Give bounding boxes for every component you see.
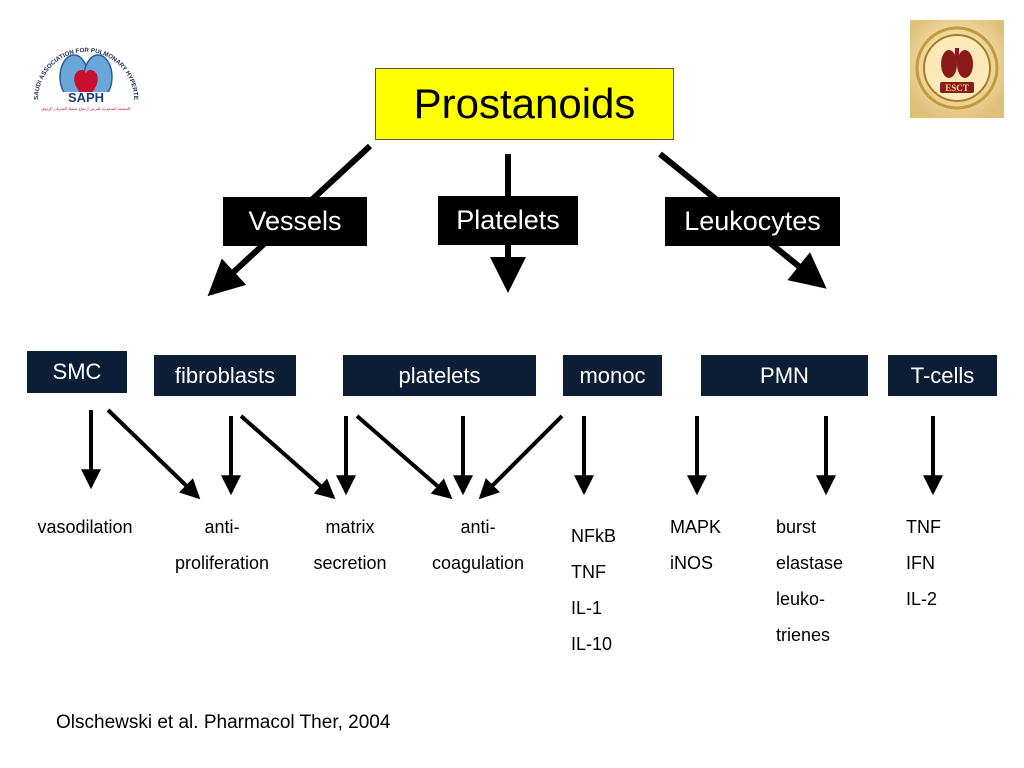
cell-platelets-label: platelets bbox=[398, 362, 481, 388]
diagram-title: Prostanoids bbox=[413, 80, 636, 127]
effect-line: vasodilation bbox=[37, 517, 133, 537]
category-platelets: Platelets bbox=[438, 196, 578, 245]
effect-antiproliferation: anti- proliferation bbox=[160, 509, 284, 581]
effect-line: coagulation bbox=[431, 553, 525, 573]
effect-pmn: burst elastase leuko- trienes bbox=[776, 509, 866, 653]
effect-line: TNF bbox=[906, 517, 941, 537]
cell-tcells-label: T-cells bbox=[910, 362, 975, 388]
arrow-monoc-anticoag bbox=[478, 414, 564, 500]
arrow-fibro-matrix bbox=[239, 414, 336, 500]
effect-line: matrix bbox=[325, 517, 375, 537]
category-platelets-label: Platelets bbox=[456, 205, 560, 235]
effect-line: IL-2 bbox=[906, 589, 938, 609]
arrow-smc-antiproliferation bbox=[106, 408, 201, 500]
effect-line: burst bbox=[776, 517, 817, 537]
cell-platelets: platelets bbox=[343, 355, 536, 396]
effect-vasodilation: vasodilation bbox=[28, 509, 142, 545]
esct-logo-name: ESCT bbox=[945, 83, 969, 93]
effect-anticoagulation: anti- coagulation bbox=[420, 509, 536, 581]
effect-line: iNOS bbox=[670, 553, 714, 573]
effect-line: MAPK bbox=[670, 517, 722, 537]
saph-logo-name: SAPH bbox=[68, 90, 104, 105]
category-vessels: Vessels bbox=[223, 197, 367, 246]
category-leukocytes: Leukocytes bbox=[665, 197, 840, 246]
title-box: Prostanoids bbox=[375, 68, 674, 140]
effect-line: IFN bbox=[906, 553, 935, 573]
saph-logo: SAUDI ASSOCIATION FOR PULMONARY HYPERTEN… bbox=[26, 22, 139, 112]
effect-line: IL-1 bbox=[571, 598, 603, 618]
cell-fibroblasts: fibroblasts bbox=[154, 355, 296, 396]
effect-line: leuko- bbox=[776, 589, 826, 609]
cell-monoc-label: monoc bbox=[579, 362, 646, 388]
cell-smc: SMC bbox=[27, 351, 127, 393]
effect-line: proliferation bbox=[174, 553, 270, 573]
cell-pmn: PMN bbox=[701, 355, 868, 396]
cell-tcells: T-cells bbox=[888, 355, 997, 396]
effect-line: anti- bbox=[460, 517, 496, 537]
effect-monoc: NFkB TNF IL-1 IL-10 bbox=[571, 518, 631, 662]
arrow-platelets-anticoag-1 bbox=[355, 414, 453, 500]
cell-smc-label: SMC bbox=[52, 359, 102, 384]
effect-line: secretion bbox=[313, 553, 387, 573]
cell-fibroblasts-label: fibroblasts bbox=[174, 362, 276, 388]
citation: Olschewski et al. Pharmacol Ther, 2004 bbox=[56, 712, 391, 733]
category-leukocytes-label: Leukocytes bbox=[684, 206, 821, 236]
esct-logo: ESCT bbox=[910, 20, 1004, 118]
saph-logo-subtext: الجمعية السعودية لمرض إرتفاع ضغط الشريان… bbox=[42, 106, 131, 112]
effect-line: elastase bbox=[776, 553, 844, 573]
effect-line: trienes bbox=[776, 625, 831, 645]
effect-mapk: MAPK iNOS bbox=[670, 509, 740, 581]
effect-line: anti- bbox=[204, 517, 240, 537]
effect-line: TNF bbox=[571, 562, 606, 582]
effect-tcells: TNF IFN IL-2 bbox=[906, 509, 966, 617]
cell-pmn-label: PMN bbox=[760, 362, 809, 388]
effect-line: NFkB bbox=[571, 526, 616, 546]
effect-line: IL-10 bbox=[571, 634, 613, 654]
category-vessels-label: Vessels bbox=[248, 206, 342, 236]
cell-monoc: monoc bbox=[563, 355, 662, 396]
effect-matrix-secretion: matrix secretion bbox=[302, 509, 398, 581]
